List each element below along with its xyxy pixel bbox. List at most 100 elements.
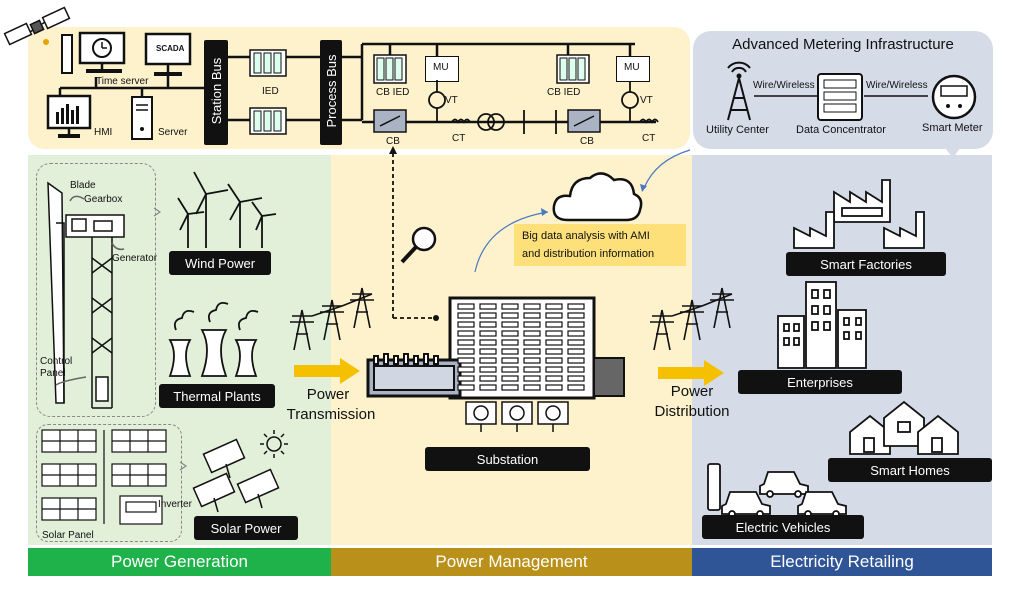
substation-window — [479, 348, 497, 355]
gearbox-label: Gearbox — [84, 194, 123, 205]
wind-turbine-detail-icon — [47, 181, 125, 409]
substation-window — [457, 312, 475, 319]
hmi-icon — [46, 94, 92, 138]
substation-window — [567, 303, 585, 310]
substation-window — [501, 375, 519, 382]
smart-factories-label: Smart Factories — [786, 252, 946, 276]
data-concentrator-label: Data Concentrator — [796, 124, 886, 136]
substation-window — [501, 348, 519, 355]
substation-window — [523, 339, 541, 346]
ami-link-1-label: Wire/Wireless — [753, 80, 815, 91]
scada-computer-icon — [144, 32, 192, 76]
control-panel-label-2: Panel — [40, 368, 66, 379]
substation-window — [567, 312, 585, 319]
power-transmission-label-2: Transmission — [286, 406, 376, 423]
substation-window — [501, 339, 519, 346]
cb-2-label: CB — [580, 136, 594, 147]
blade-label: Blade — [70, 180, 96, 191]
wind-power-label: Wind Power — [169, 251, 271, 275]
mu-1-label: MU — [433, 62, 449, 73]
substation-window — [457, 303, 475, 310]
substation-window — [479, 321, 497, 328]
enterprises-label: Enterprises — [738, 370, 902, 394]
substation-window — [523, 366, 541, 373]
substation-label: Substation — [425, 447, 590, 471]
cb-ied-2-label: CB IED — [547, 87, 581, 98]
substation-window — [567, 348, 585, 355]
ct-2-label: CT — [642, 133, 656, 144]
cb-1-icon — [373, 109, 407, 133]
mu-2-label: MU — [624, 62, 640, 73]
smart-meter-label: Smart Meter — [922, 122, 983, 134]
big-data-label-2: and distribution information — [522, 248, 655, 260]
substation-window — [457, 330, 475, 337]
substation-window — [567, 357, 585, 364]
cb-ied-1-icon — [373, 54, 407, 84]
wind-farm-icon — [177, 171, 277, 248]
substation-window — [523, 330, 541, 337]
vt-1-label: VT — [445, 95, 458, 106]
station-bus-bar — [204, 40, 228, 145]
substation-window — [457, 321, 475, 328]
power-transmission-label-1: Power — [306, 386, 350, 403]
footer-power-generation: Power Generation — [28, 548, 331, 576]
substation-window — [457, 348, 475, 355]
substation-window — [567, 375, 585, 382]
magnifier-icon — [400, 226, 437, 264]
footer-power-management: Power Management — [331, 548, 692, 576]
vt-2-label: VT — [640, 95, 653, 106]
server-label: Server — [158, 127, 188, 138]
substation-window — [501, 384, 519, 391]
substation-window — [545, 303, 563, 310]
solar-callout-tail — [179, 461, 188, 471]
solar-detail-box — [36, 424, 182, 542]
substation-window — [501, 312, 519, 319]
substation-window — [457, 357, 475, 364]
big-data-label-1: Big data analysis with AMI — [522, 230, 650, 242]
substation-window — [567, 366, 585, 373]
solar-power-icon — [192, 430, 288, 513]
substation-window — [545, 384, 563, 391]
thermal-plants-label: Thermal Plants — [159, 384, 275, 408]
wind-callout-tail — [153, 207, 162, 217]
substation-window — [479, 384, 497, 391]
time-server-label: Time server — [96, 76, 149, 87]
process-bus-bar — [320, 40, 342, 145]
distribution-arrow — [658, 360, 724, 386]
cb-ied-1-label: CB IED — [376, 87, 410, 98]
substation-window — [479, 375, 497, 382]
smart-factories-icon — [793, 179, 925, 249]
footer-electricity-retailing: Electricity Retailing — [692, 548, 992, 576]
substation-window — [501, 357, 519, 364]
substation-window — [479, 357, 497, 364]
utility-center-label: Utility Center — [706, 124, 769, 136]
substation-window — [479, 339, 497, 346]
control-panel-label-1: Control — [40, 356, 73, 367]
cb-2-icon — [567, 109, 601, 133]
smart-homes-label: Smart Homes — [828, 458, 992, 482]
smart-homes-icon — [849, 400, 959, 455]
substation-window — [479, 303, 497, 310]
substation-window — [501, 330, 519, 337]
solar-power-label: Solar Power — [194, 516, 298, 540]
power-distribution-label-1: Power — [670, 383, 714, 400]
substation-window — [501, 366, 519, 373]
substation-window — [567, 321, 585, 328]
utility-tower-icon — [727, 61, 751, 121]
substation-icon — [366, 296, 625, 432]
ied-label: IED — [262, 86, 279, 97]
mu-2-box — [616, 56, 650, 82]
solar-panel-label: Solar Panel — [42, 530, 94, 541]
substation-window — [567, 330, 585, 337]
substation-window — [523, 375, 541, 382]
big-data-box — [514, 224, 686, 266]
substation-window — [545, 348, 563, 355]
substation-window — [501, 303, 519, 310]
time-server-icon — [61, 31, 126, 74]
substation-window — [523, 321, 541, 328]
ied-top-icon — [249, 49, 287, 77]
scada-label: SCADA — [156, 44, 185, 53]
